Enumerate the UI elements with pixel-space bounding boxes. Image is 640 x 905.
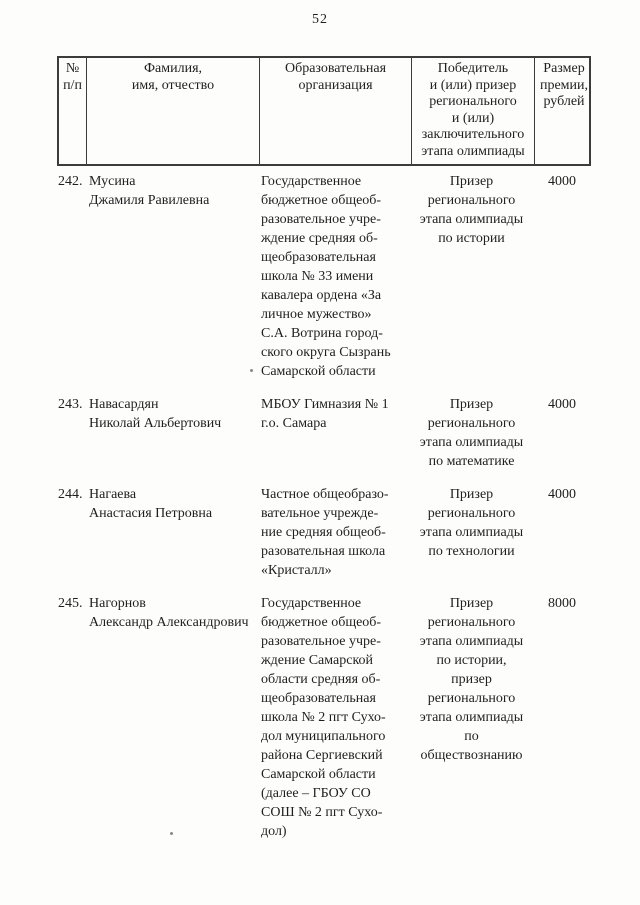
scan-artifact-dot <box>250 369 253 372</box>
header-cell-full-name: Фамилия, имя, отчество <box>87 58 260 164</box>
table-header-row: № п/п Фамилия, имя, отчество Образовател… <box>57 56 591 166</box>
header-cell-prize-amount: Размер премии, рублей <box>539 61 589 109</box>
cell-row-number: 243. <box>58 397 83 412</box>
cell-prize-amount: 4000 <box>548 174 576 189</box>
table-body: 242. Мусина Джамиля Равилевна Государств… <box>57 166 591 841</box>
cell-full-name: Навасардян Николай Альбертович <box>89 397 222 431</box>
cell-prize-amount: 8000 <box>548 596 576 611</box>
table-row: 244. Нагаева Анастасия Петровна Частное … <box>57 485 591 580</box>
cell-organization: Частное общеобразо- вательное учрежде- н… <box>261 487 389 578</box>
page-number: 52 <box>312 12 328 27</box>
cell-award-status: Призер регионального этапа олимпиады по … <box>419 174 524 246</box>
cell-award-status: Призер регионального этапа олимпиады по … <box>419 596 524 763</box>
table-row: 245. Нагорнов Александр Александрович Го… <box>57 594 591 841</box>
cell-row-number: 245. <box>58 596 83 611</box>
header-cell-row-number: № п/п <box>59 58 87 164</box>
scan-artifact-dot <box>170 832 173 835</box>
table-row: 242. Мусина Джамиля Равилевна Государств… <box>57 172 591 381</box>
cell-prize-amount: 4000 <box>548 397 576 412</box>
cell-full-name: Мусина Джамиля Равилевна <box>89 174 210 208</box>
cell-organization: МБОУ Гимназия № 1 г.о. Самара <box>261 397 389 431</box>
cell-full-name: Нагорнов Александр Александрович <box>89 596 249 630</box>
cell-organization: Государственное бюджетное общеоб- разова… <box>261 596 386 839</box>
cell-row-number: 244. <box>58 487 83 502</box>
cell-award-status: Призер регионального этапа олимпиады по … <box>419 397 524 469</box>
table-row: 243. Навасардян Николай Альбертович МБОУ… <box>57 395 591 471</box>
cell-award-status: Призер регионального этапа олимпиады по … <box>419 487 524 559</box>
cell-full-name: Нагаева Анастасия Петровна <box>89 487 213 521</box>
header-cell-organization: Образовательная организация <box>260 58 412 164</box>
cell-prize-amount: 4000 <box>548 487 576 502</box>
cell-organization: Государственное бюджетное общеоб- разова… <box>261 174 391 379</box>
cell-row-number: 242. <box>58 174 83 189</box>
winners-table: № п/п Фамилия, имя, отчество Образовател… <box>57 56 591 855</box>
header-cell-award-status: Победитель и (или) призер регионального … <box>412 58 535 164</box>
